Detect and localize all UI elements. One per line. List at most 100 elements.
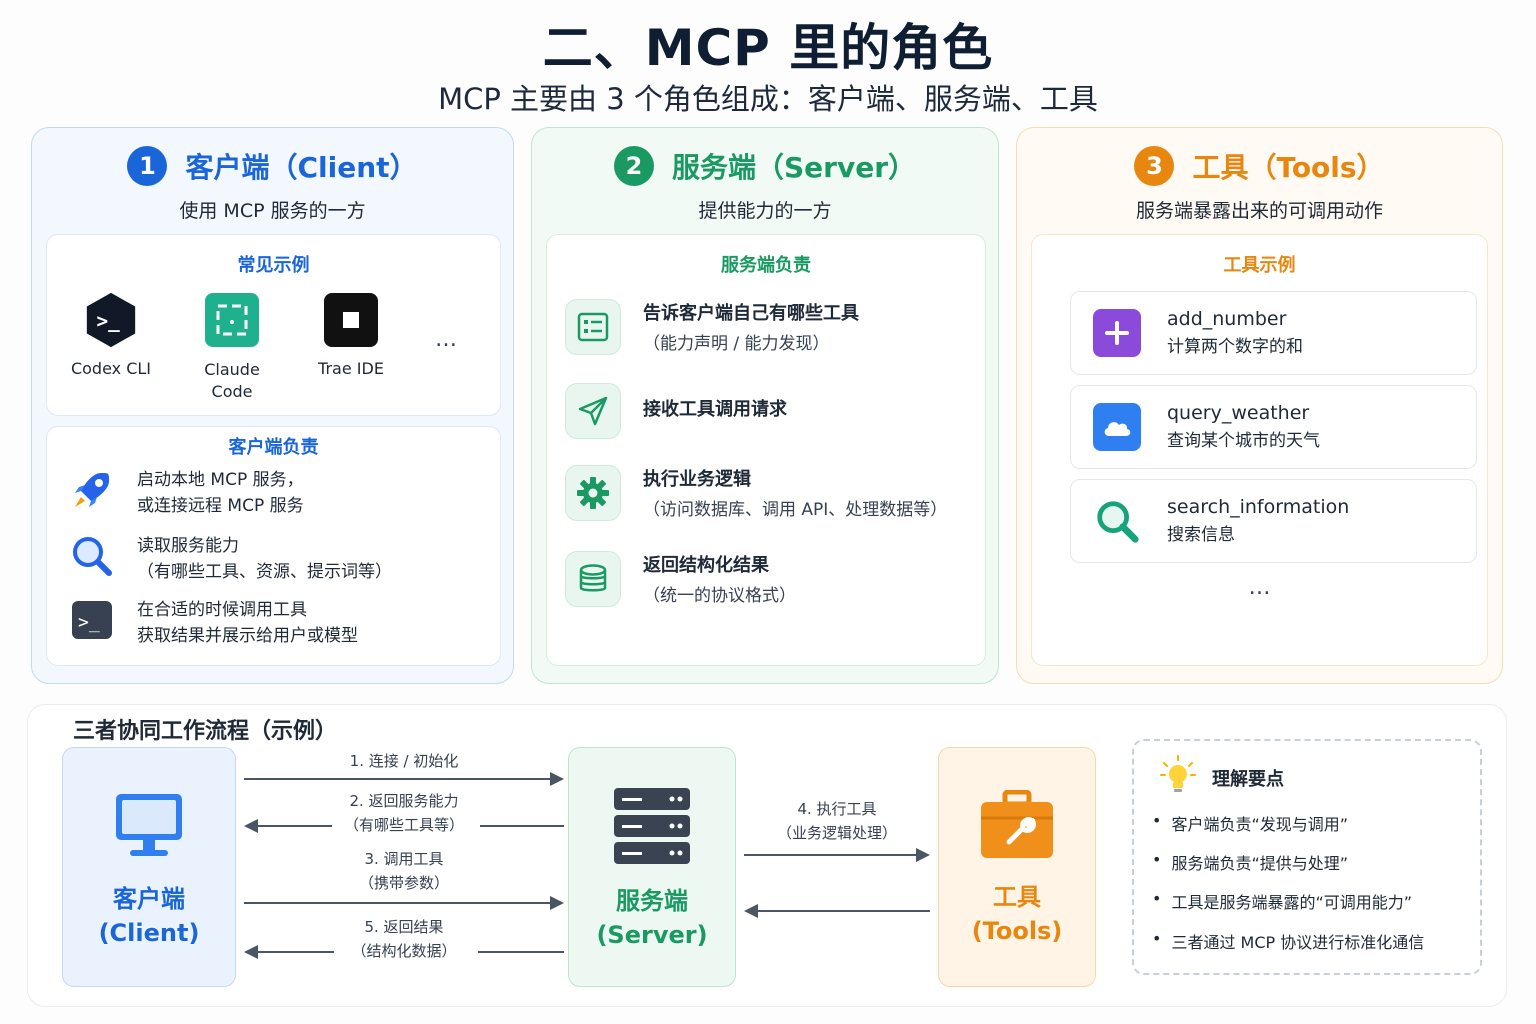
key-points-box: 理解要点 •客户端负责“发现与调用” •服务端负责“提供与处理” •工具是服务端… (1132, 739, 1482, 975)
workflow-section: 三者协同工作流程（示例） 客户端 (Client) 服务端 (Server) 工… (27, 704, 1507, 1007)
key-point-text: 客户端负责“发现与调用” (1171, 815, 1349, 834)
gear-icon (565, 465, 621, 521)
tool-name: add_number (1167, 308, 1287, 330)
toolbox-icon (979, 789, 1055, 864)
server-resp-line-1: 告诉客户端自己有哪些工具 (643, 303, 859, 324)
resp-line-2: （有哪些工具、资源、提示词等） (137, 562, 392, 582)
magnifier-icon (69, 533, 115, 583)
server-resp-line-1: 接收工具调用请求 (643, 399, 787, 420)
key-point-text: 工具是服务端暴露的“可调用能力” (1171, 893, 1413, 912)
example-claude-code: Claude Code (182, 291, 282, 403)
search-icon (1093, 497, 1141, 545)
flow-step-2-label-2: （有哪些工具等） (343, 816, 464, 834)
example-codex-cli: >_ Codex CLI (61, 291, 161, 378)
example-trae-ide: Trae IDE (301, 291, 401, 378)
svg-text:>_: >_ (97, 310, 121, 333)
server-number-badge: 2 (613, 146, 654, 186)
server-panel-title: 服务端（Server） (671, 151, 917, 184)
server-resp-line-1: 返回结构化结果 (643, 555, 769, 576)
tools-panel-subtitle: 服务端暴露出来的可调用动作 (1135, 200, 1383, 222)
server-panel-header: 2 服务端（Server） (532, 146, 998, 186)
database-icon (565, 551, 621, 607)
server-resp-item: 执行业务逻辑 （访问数据库、调用 API、处理数据等） (565, 465, 975, 525)
resp-line-1: 读取服务能力 (137, 536, 239, 556)
server-panel: 2 服务端（Server） 提供能力的一方 服务端负责 告诉客户端自己有哪些工具… (531, 127, 999, 684)
key-point-text: 服务端负责“提供与处理” (1171, 854, 1349, 873)
rocket-icon (69, 467, 115, 517)
key-point-item: •客户端负责“发现与调用” (1152, 811, 1349, 834)
flow-step-3-arrow: 3. 调用工具 （携带参数） (244, 847, 564, 910)
tools-number-badge: 3 (1134, 146, 1175, 186)
flow-tools-return-arrow (744, 901, 930, 921)
flow-client-label-2: (Client) (98, 919, 200, 947)
tool-desc: 计算两个数字的和 (1167, 337, 1303, 357)
cloud-icon (1093, 403, 1141, 451)
server-resp-item: 告诉客户端自己有哪些工具 （能力声明 / 能力发现） (565, 299, 975, 359)
example-label: Claude Code (204, 360, 260, 401)
flow-step-1-label: 1. 连接 / 初始化 (349, 752, 459, 770)
client-number-badge: 1 (127, 146, 168, 186)
tool-card-add-number: add_number 计算两个数字的和 (1070, 291, 1477, 375)
server-resp-title: 服务端负责 (721, 255, 811, 276)
tools-panel-header: 3 工具（Tools） (1017, 146, 1502, 186)
flow-step-2-arrow: 2. 返回服务能力 （有哪些工具等） (244, 789, 564, 841)
flow-step-4-label-2: （业务逻辑处理） (776, 824, 897, 842)
flow-step-5-label-1: 5. 返回结果 (364, 918, 444, 936)
server-resp-item: 返回结构化结果 （统一的协议格式） (565, 551, 975, 611)
server-resp-line-2: （统一的协议格式） (643, 586, 796, 606)
server-resp-line-1: 执行业务逻辑 (643, 469, 751, 490)
client-examples-card: 常见示例 >_ Codex CLI Claude Code Trae IDE … (46, 234, 501, 416)
flow-step-1-arrow: 1. 连接 / 初始化 (244, 749, 564, 789)
flow-client-box: 客户端 (Client) (62, 747, 236, 987)
tools-panel: 3 工具（Tools） 服务端暴露出来的可调用动作 工具示例 add_numbe… (1016, 127, 1503, 684)
tool-card-query-weather: query_weather 查询某个城市的天气 (1070, 385, 1477, 469)
flow-step-2-label-1: 2. 返回服务能力 (349, 792, 459, 810)
key-point-item: •三者通过 MCP 协议进行标准化通信 (1152, 929, 1425, 952)
terminal-icon: >_ (69, 597, 115, 647)
client-resp-item: 启动本地 MCP 服务， 或连接远程 MCP 服务 (69, 467, 490, 519)
client-resp-title: 客户端负责 (228, 437, 319, 458)
example-label: Trae IDE (318, 359, 384, 378)
client-panel: 1 客户端（Client） 使用 MCP 服务的一方 常见示例 >_ Codex… (31, 127, 514, 684)
client-responsibilities-card: 客户端负责 启动本地 MCP 服务， 或连接远程 MCP 服务 读取服务能力 （… (46, 426, 501, 666)
resp-line-2: 获取结果并展示给用户或模型 (137, 626, 358, 646)
server-rack-icon (612, 786, 692, 870)
server-resp-line-2: （能力声明 / 能力发现） (643, 334, 830, 354)
flow-step-5-label-2: （结构化数据） (351, 942, 457, 960)
flow-server-box: 服务端 (Server) (568, 747, 736, 987)
client-panel-header: 1 客户端（Client） (32, 146, 513, 186)
tools-examples-title: 工具示例 (1223, 255, 1296, 276)
page-subtitle: MCP 主要由 3 个角色组成：客户端、服务端、工具 (438, 82, 1098, 116)
lightbulb-icon (1160, 755, 1196, 800)
key-points-title: 理解要点 (1212, 768, 1284, 790)
flow-tools-box: 工具 (Tools) (938, 747, 1096, 987)
flow-tools-label-2: (Tools) (971, 917, 1063, 945)
tools-examples-card: 工具示例 add_number 计算两个数字的和 query_weather 查… (1031, 234, 1488, 666)
flow-step-4-arrow: 4. 执行工具 （业务逻辑处理） (744, 795, 930, 865)
flow-step-3-label-1: 3. 调用工具 (364, 850, 444, 868)
server-responsibilities-card: 服务端负责 告诉客户端自己有哪些工具 （能力声明 / 能力发现） 接收工具调用请… (546, 234, 986, 666)
tools-examples-more: … (1248, 575, 1271, 600)
svg-text:>_: >_ (78, 612, 100, 633)
client-panel-title: 客户端（Client） (185, 151, 418, 184)
send-icon (565, 383, 621, 439)
example-label: Codex CLI (70, 359, 152, 378)
monitor-icon (114, 792, 184, 862)
flow-server-label-2: (Server) (596, 921, 708, 949)
flow-step-5-arrow: 5. 返回结果 （结构化数据） (244, 915, 564, 967)
flow-step-3-label-2: （携带参数） (358, 874, 449, 892)
key-point-text: 三者通过 MCP 协议进行标准化通信 (1171, 933, 1425, 952)
resp-line-1: 启动本地 MCP 服务， (137, 470, 304, 490)
server-panel-subtitle: 提供能力的一方 (698, 200, 832, 222)
tool-card-search-information: search_information 搜索信息 (1070, 479, 1477, 563)
tool-name: query_weather (1167, 402, 1310, 424)
key-point-item: •服务端负责“提供与处理” (1152, 850, 1349, 873)
server-resp-line-2: （访问数据库、调用 API、处理数据等） (643, 500, 948, 520)
key-points-header: 理解要点 (1160, 755, 1284, 800)
client-examples-more: … (435, 327, 457, 352)
server-resp-item: 接收工具调用请求 (565, 383, 975, 439)
resp-line-1: 在合适的时候调用工具 (137, 600, 307, 620)
plus-icon (1093, 309, 1141, 357)
tools-panel-title: 工具（Tools） (1192, 151, 1385, 184)
flow-client-label-1: 客户端 (113, 885, 185, 913)
